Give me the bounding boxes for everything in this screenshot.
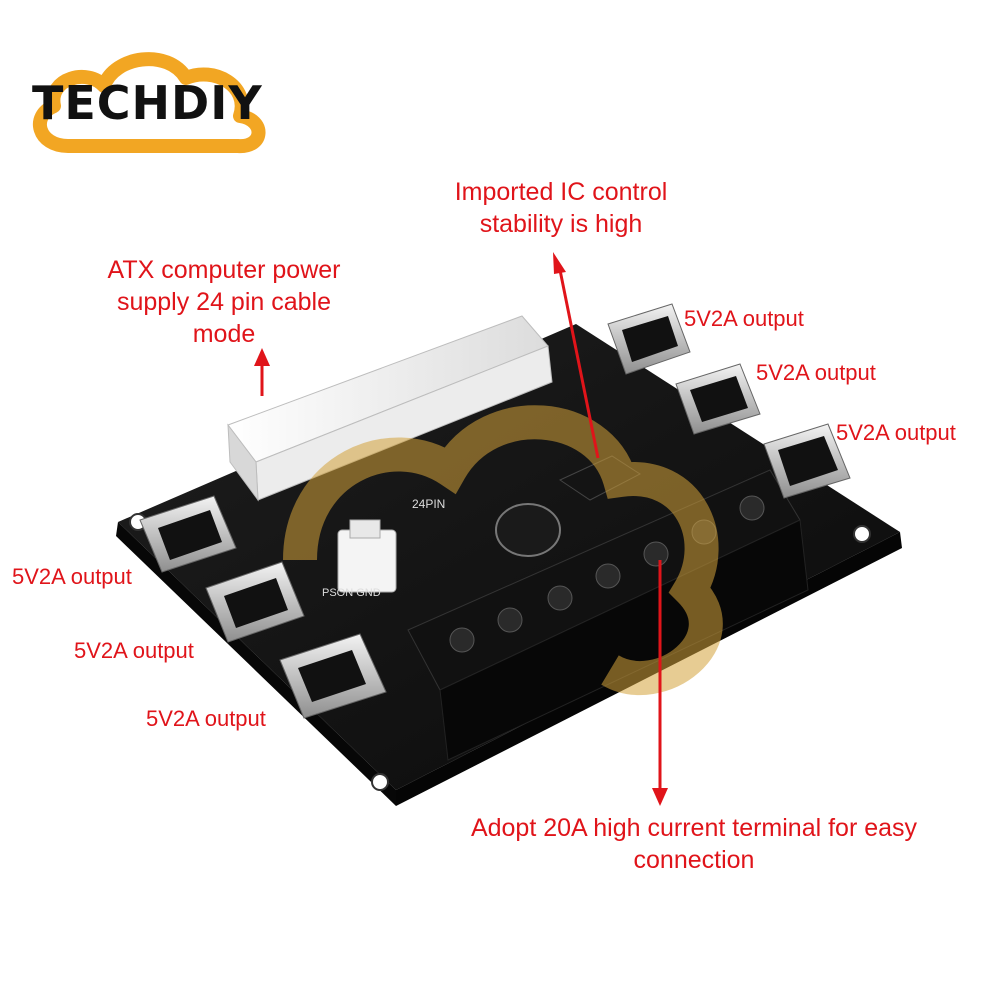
usb-ports-front [139, 495, 387, 719]
usb-port [675, 363, 761, 435]
arrow-atx [254, 348, 270, 396]
watermark-logo [283, 405, 723, 695]
callout-atx-line1: ATX computer power [107, 256, 341, 284]
callout-ic-line2: stability is high [479, 210, 643, 238]
arrow-ic [553, 252, 600, 459]
callout-atx-line2: supply 24 pin cable [116, 288, 332, 316]
callout-ic: Imported IC control stability is high [420, 176, 702, 240]
connector-silkscreen: 24PIN [412, 497, 445, 511]
brand-logo: TECHDIY [18, 38, 278, 158]
output-label: 5V2A output [74, 638, 194, 663]
cloud-logo-icon [33, 52, 266, 153]
callout-atx-line3: mode [192, 320, 256, 348]
usb-port [763, 423, 851, 499]
output-label: 5V2A output [756, 360, 876, 385]
usb-port [279, 633, 387, 719]
output-label: 5V2A output [684, 306, 804, 331]
output-label: 5V2A output [836, 420, 956, 445]
callout-terminal: Adopt 20A high current terminal for easy… [410, 812, 978, 876]
callout-ic-line1: Imported IC control [454, 178, 668, 206]
pson-connector [337, 519, 397, 593]
callout-atx: ATX computer power supply 24 pin cable m… [76, 254, 372, 350]
arrow-terminal [652, 560, 668, 806]
usb-port [139, 495, 237, 573]
callout-terminal-line1: Adopt 20A high current terminal for easy [470, 814, 918, 842]
usb-ports-back [607, 303, 851, 499]
capacitor [495, 503, 561, 557]
brand-name: TECHDIY [32, 76, 263, 130]
output-label: 5V2A output [146, 706, 266, 731]
psu-pins-silkscreen: PSON GND [322, 587, 381, 599]
usb-port [607, 303, 691, 375]
usb-port [205, 561, 305, 643]
callout-terminal-line2: connection [633, 846, 755, 874]
output-label: 5V2A output [12, 564, 132, 589]
